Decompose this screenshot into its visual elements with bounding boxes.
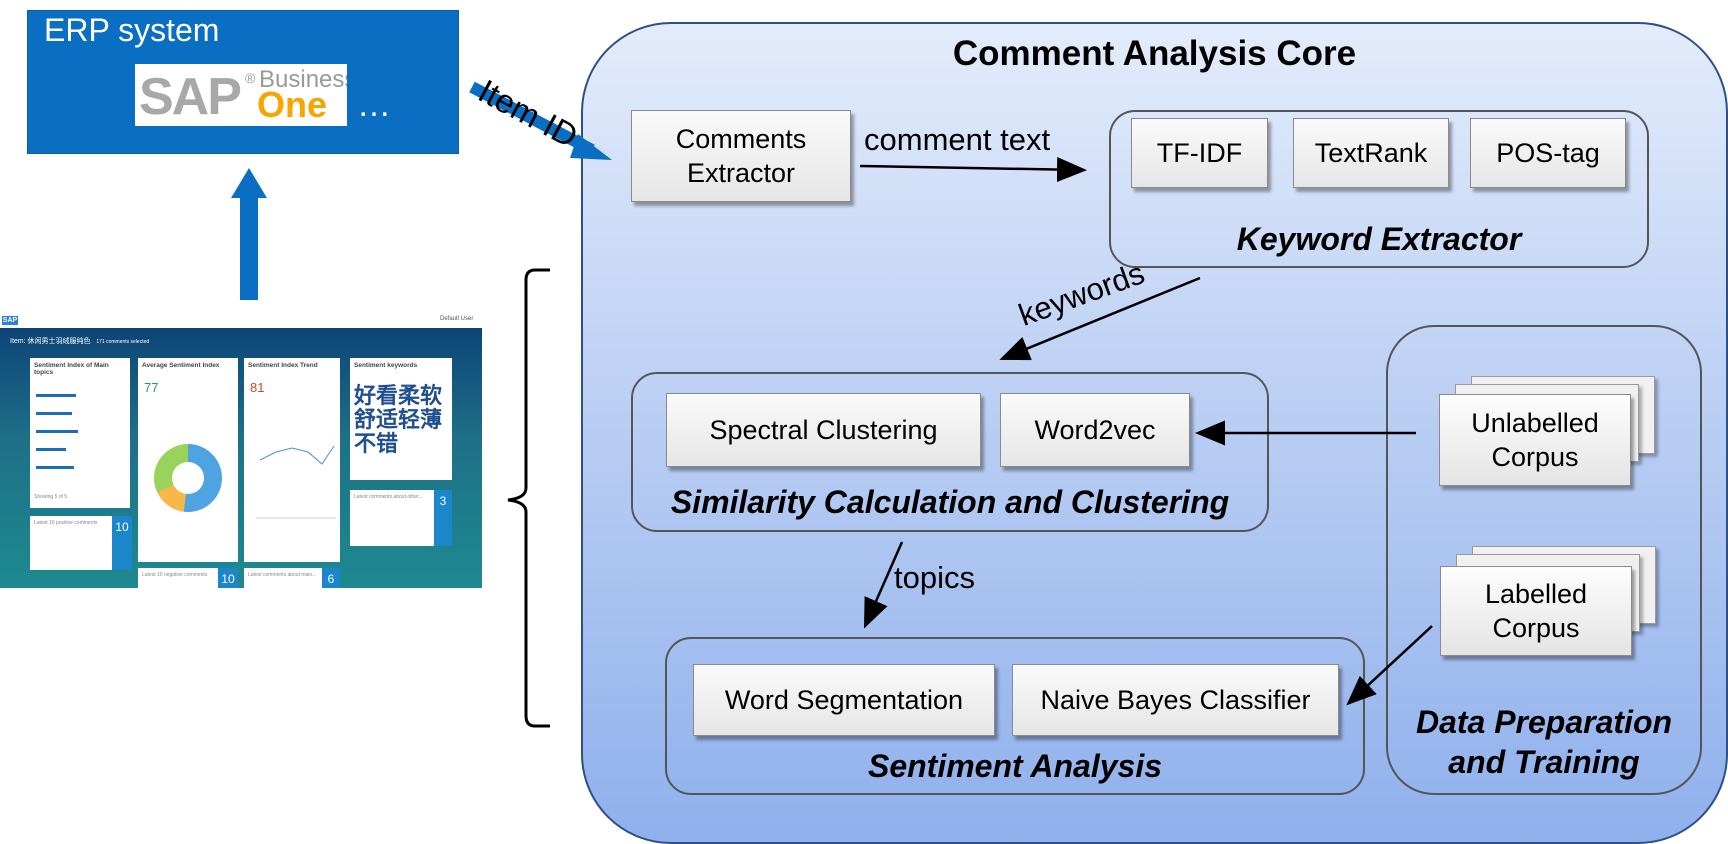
topic-bar: [36, 466, 74, 469]
data-preparation-line1: Data Preparation: [1415, 704, 1673, 740]
comments-extractor-box: Comments Extractor: [631, 110, 851, 202]
dashboard-bracket: [507, 268, 550, 728]
word-segmentation-box: Word Segmentation: [693, 664, 995, 736]
labelled-to-naive-bayes-arrow: [1346, 625, 1433, 706]
card-title: Latest 10 positive comments: [34, 520, 98, 526]
sap-logo-one: One: [257, 84, 328, 125]
sap-logo-registered: ®: [245, 70, 256, 86]
dashboard-sap-logo: SAP: [2, 316, 18, 325]
word2vec-box: Word2vec: [1000, 393, 1190, 467]
topic-bar: [36, 430, 78, 433]
sentiment-analysis-group: [665, 637, 1365, 795]
labelled-corpus-stack: Labelled Corpus: [1436, 544, 1664, 670]
positive-count[interactable]: 10: [112, 516, 132, 570]
topic-bar: [36, 448, 66, 451]
dashboard-item-title: Item: 休闲男士羽绒服纯色: [10, 338, 91, 345]
card-latest-main[interactable]: Latest comments about main...: [244, 568, 322, 588]
card-title: Sentiment Index Trend: [248, 362, 318, 369]
dashboard-topbar: SAP Default User: [0, 314, 482, 328]
topic-bar: [36, 394, 76, 397]
item-id-arrow-shaft: [469, 81, 595, 156]
card-title: Sentiment Index of Main topics: [34, 362, 109, 376]
sentiment-analysis-label: Sentiment Analysis: [867, 748, 1162, 784]
card-average-sentiment[interactable]: Average Sentiment Index 77: [138, 358, 238, 562]
card-title: Average Sentiment Index: [142, 362, 220, 369]
unlabelled-corpus-stack: Unlabelled Corpus: [1435, 374, 1663, 500]
card-negative-comments[interactable]: Latest 10 negative comments: [138, 568, 218, 588]
labelled-line2: Corpus: [1492, 613, 1580, 643]
data-preparation-label: Data Preparation and Training: [1386, 702, 1702, 782]
card-title: Latest comments about other...: [354, 494, 423, 500]
card-title: Latest 10 negative comments: [142, 572, 208, 578]
erp-ellipsis: …: [357, 86, 391, 124]
card-title: Latest comments about main...: [248, 572, 317, 578]
sap-business-one-logo: SAP ® Business One: [135, 64, 347, 126]
data-preparation-line2: and Training: [1448, 744, 1640, 780]
trend-line: [259, 445, 335, 465]
textrank-box: TextRank: [1293, 118, 1449, 188]
trend-value: 81: [250, 380, 265, 395]
upload-arrow-head: [231, 168, 267, 198]
naive-bayes-box: Naive Bayes Classifier: [1012, 664, 1339, 736]
sentiment-donut-chart: [154, 444, 222, 512]
core-title: Comment Analysis Core: [952, 34, 1357, 73]
card-sentiment-trend[interactable]: Sentiment Index Trend 81: [244, 358, 340, 562]
card-sentiment-topics[interactable]: Sentiment Index of Main topics Showing 5…: [30, 358, 130, 508]
topic-bar: [36, 412, 72, 415]
unlabelled-line2: Corpus: [1491, 442, 1579, 472]
negative-count[interactable]: 10: [218, 568, 238, 588]
dashboard-user: Default User: [440, 316, 474, 322]
card-sentiment-keywords[interactable]: Sentiment keywords 好看柔软舒适轻薄不错: [350, 358, 452, 480]
latest-main-count[interactable]: 6: [322, 568, 340, 588]
dashboard-screenshot: SAP Default User Item: 休闲男士羽绒服纯色 171 com…: [0, 314, 482, 588]
item-id-arrow-head: [570, 134, 612, 160]
comment-text-arrow: [859, 157, 1087, 183]
trend-line-chart: [256, 445, 336, 519]
topics-label: topics: [894, 560, 975, 595]
sap-logo-business: Business: [259, 66, 347, 93]
unlabelled-line1: Unlabelled: [1471, 408, 1599, 438]
dashboard-comment-count: 171 comments selected: [96, 339, 150, 345]
donut-hole: [172, 462, 204, 494]
keywords-arrow: [999, 276, 1201, 361]
comment-text-label: comment text: [864, 122, 1051, 157]
sap-logo-brand: SAP: [139, 68, 242, 126]
latest-other-count[interactable]: 3: [434, 490, 452, 546]
unlabelled-corpus-doc: Unlabelled Corpus: [1439, 394, 1631, 486]
dashboard-header: Item: 休闲男士羽绒服纯色 171 comments selected: [10, 336, 149, 346]
tfidf-box: TF-IDF: [1131, 118, 1268, 188]
keyword-extractor-group: [1109, 110, 1649, 268]
avg-value: 77: [144, 380, 159, 395]
labelled-corpus-doc: Labelled Corpus: [1440, 566, 1632, 656]
labelled-line1: Labelled: [1484, 579, 1588, 609]
spectral-clustering-box: Spectral Clustering: [666, 393, 981, 467]
card-latest-other[interactable]: Latest comments about other...: [350, 490, 434, 546]
postag-box: POS-tag: [1470, 118, 1626, 188]
card-title: Sentiment keywords: [354, 362, 418, 369]
topics-arrow: [863, 541, 904, 629]
erp-system-title: ERP system: [44, 12, 220, 48]
keyword-extractor-label: Keyword Extractor: [1236, 221, 1522, 257]
similarity-clustering-label: Similarity Calculation and Clustering: [670, 484, 1230, 520]
card-footer: Showing 5 of 5: [34, 494, 68, 500]
data-preparation-group: [1386, 325, 1702, 795]
similarity-clustering-group: [631, 372, 1269, 532]
keyword-cloud: 好看柔软舒适轻薄不错: [354, 383, 443, 456]
